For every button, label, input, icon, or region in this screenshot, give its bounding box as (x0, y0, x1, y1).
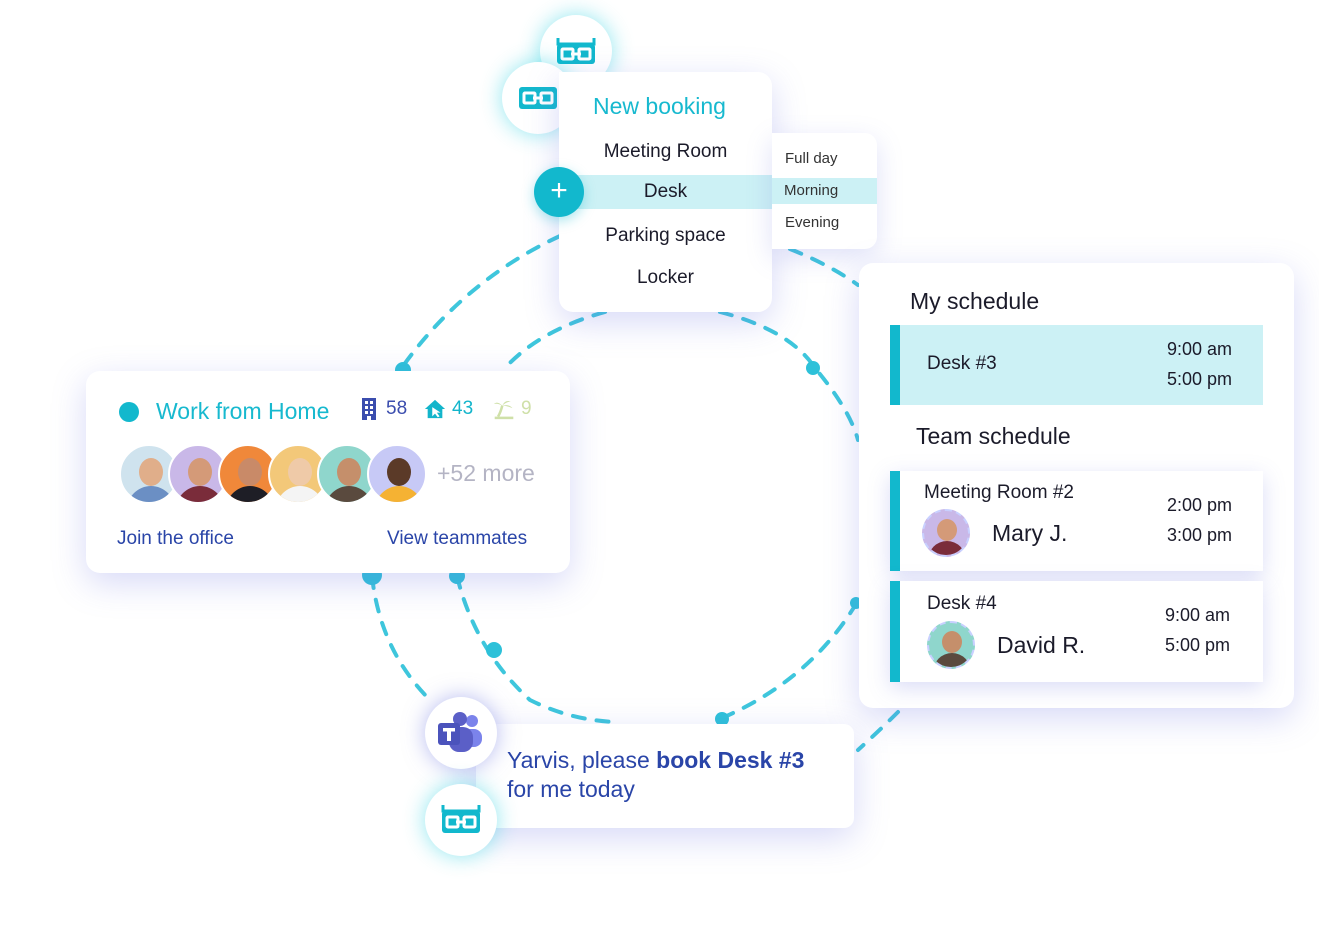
booking-person: David R. (997, 632, 1086, 658)
building-icon (362, 398, 376, 420)
time-slot-menu: Full day Morning Evening (772, 133, 877, 249)
yarvis-logo-icon (556, 38, 596, 64)
home-icon (424, 399, 446, 419)
teams-logo (425, 697, 497, 769)
booking-title: New booking (593, 93, 726, 119)
booking-start-time: 9:00 am (1164, 605, 1230, 625)
add-booking-button[interactable]: + (534, 167, 584, 217)
message-suffix: for me today (507, 776, 635, 802)
join-office-link[interactable]: Join the office (117, 528, 234, 549)
avatar (927, 621, 975, 669)
vacation-count: 9 (493, 397, 532, 421)
vacation-count-value: 9 (521, 398, 532, 419)
office-count: 58 (358, 397, 407, 421)
status-dot (119, 402, 139, 422)
booking-end-time: 5:00 pm (1164, 635, 1230, 655)
work-status-card: Work from Home 58 43 9 (86, 371, 570, 573)
my-schedule-item[interactable]: Desk #3 9:00 am 5:00 pm (890, 325, 1263, 405)
booking-end-time: 5:00 pm (1166, 369, 1232, 389)
home-count-value: 43 (452, 398, 474, 419)
message-command: book Desk #3 (656, 747, 805, 773)
new-booking-menu: New booking Meeting Room Desk Parking sp… (559, 72, 772, 312)
my-schedule-title: My schedule (910, 288, 1040, 314)
yarvis-logo-message (425, 784, 497, 856)
time-option-evening[interactable]: Evening (785, 214, 840, 231)
home-count: 43 (424, 397, 473, 421)
work-status-title: Work from Home (156, 398, 330, 424)
teams-message-card: Yarvis, please book Desk #3 for me today (476, 724, 854, 828)
microsoft-teams-icon (438, 712, 482, 752)
booking-person: Mary J. (992, 520, 1068, 546)
booking-option-desk[interactable]: Desk (559, 175, 772, 209)
booking-option-parking-space[interactable]: Parking space (605, 225, 726, 246)
booking-start-time: 2:00 pm (1166, 495, 1232, 515)
office-count-value: 58 (386, 398, 408, 419)
avatar[interactable] (367, 444, 427, 504)
avatar (922, 509, 970, 557)
booking-option-locker[interactable]: Locker (636, 267, 695, 288)
booking-place: Meeting Room #2 (924, 482, 1074, 503)
yarvis-logo-icon (519, 87, 557, 109)
booking-place: Desk #3 (927, 353, 997, 374)
schedule-card: My schedule Desk #3 9:00 am 5:00 pm Team… (859, 263, 1294, 708)
booking-end-time: 3:00 pm (1166, 525, 1232, 545)
team-schedule-item[interactable]: Desk #4 David R. 9:00 am 5:00 pm (890, 581, 1263, 682)
time-option-full-day[interactable]: Full day (785, 150, 838, 167)
team-schedule-item[interactable]: Meeting Room #2 Mary J. 2:00 pm 3:00 pm (890, 471, 1263, 571)
message-prefix: Yarvis, please (507, 747, 657, 773)
view-teammates-link[interactable]: View teammates (387, 528, 528, 549)
more-teammates-count[interactable]: +52 more (437, 460, 535, 486)
team-schedule-title: Team schedule (916, 423, 1071, 449)
yarvis-logo-icon (441, 805, 481, 833)
booking-place: Desk #4 (927, 593, 997, 614)
booking-start-time: 9:00 am (1166, 339, 1232, 359)
palm-tree-icon (493, 401, 514, 420)
time-option-morning[interactable]: Morning (772, 178, 877, 204)
booking-option-meeting-room[interactable]: Meeting Room (603, 141, 728, 162)
teams-message: Yarvis, please book Desk #3 for me today (507, 746, 847, 804)
